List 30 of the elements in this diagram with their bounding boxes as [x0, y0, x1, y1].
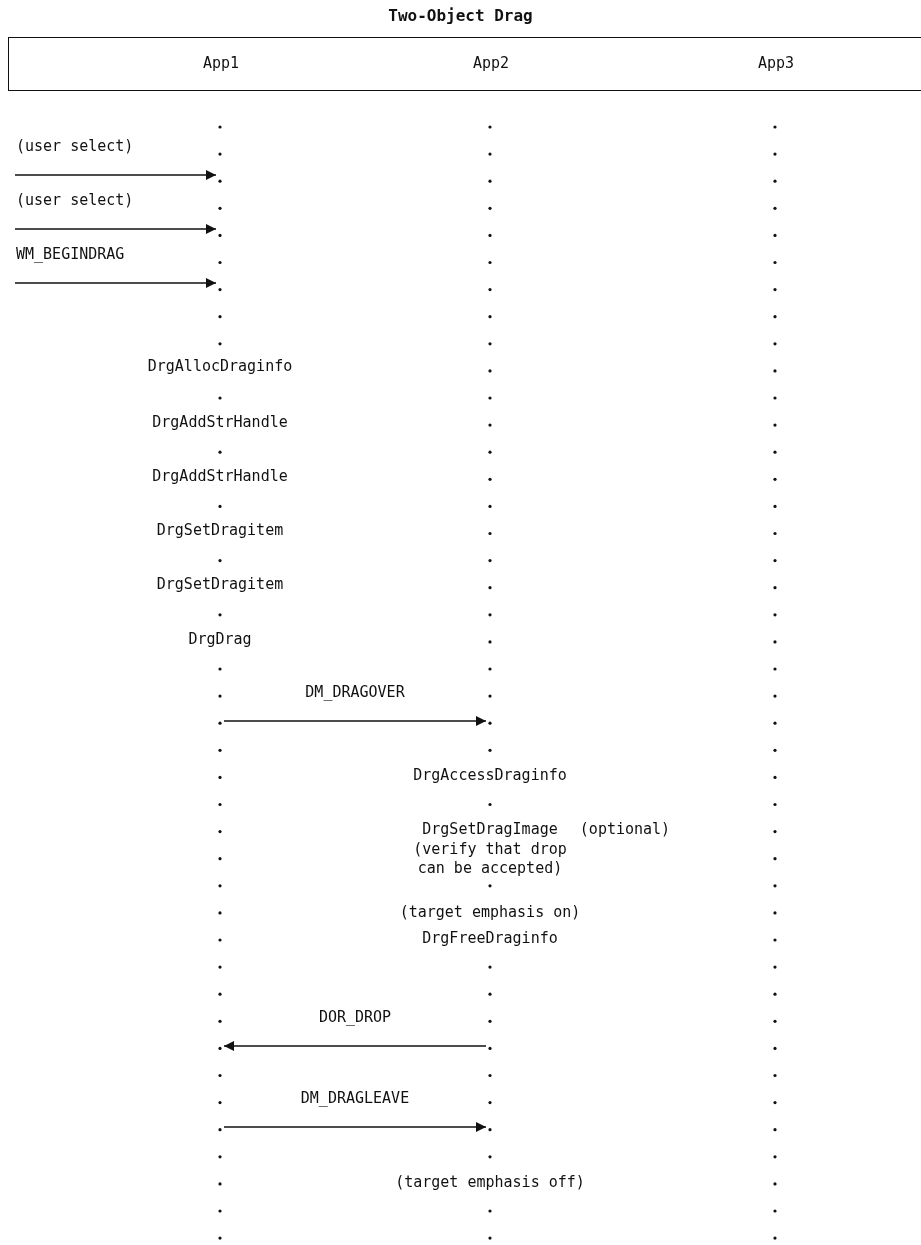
call-label: DrgFreeDraginfo	[422, 929, 558, 948]
call-label: (target emphasis off)	[395, 1173, 585, 1192]
edge-label: DOR_DROP	[318, 1008, 392, 1027]
call-label: DrgSetDragitem	[156, 521, 284, 540]
call-label: DrgAccessDraginfo	[413, 766, 567, 785]
call-label: DrgSetDragImage	[422, 820, 558, 839]
participant-label: App3	[756, 54, 796, 73]
edge-label: (user select)	[16, 191, 134, 210]
call-label: (optional)	[579, 820, 671, 839]
edge-label: (user select)	[16, 137, 134, 156]
header-band	[8, 37, 921, 91]
message-arrow	[223, 716, 487, 726]
call-label: DrgSetDragitem	[156, 575, 284, 594]
edge-label: DM_DRAGLEAVE	[300, 1089, 410, 1108]
call-label: (verify that drop can be accepted)	[412, 840, 568, 878]
message-arrow	[223, 1041, 487, 1051]
participant-label: App2	[471, 54, 511, 73]
call-label: DrgAddStrHandle	[152, 413, 288, 432]
call-label: (target emphasis on)	[399, 903, 581, 922]
call-label: DrgAddStrHandle	[152, 467, 288, 486]
edge-label: DM_DRAGOVER	[305, 683, 405, 702]
message-arrow	[223, 1122, 487, 1132]
message-arrow	[14, 278, 217, 288]
call-label: DrgAllocDraginfo	[147, 357, 293, 376]
edge-label: WM_BEGINDRAG	[16, 245, 125, 264]
message-arrow	[14, 170, 217, 180]
diagram-title: Two-Object Drag	[387, 6, 534, 25]
message-arrow	[14, 224, 217, 234]
call-label: DrgDrag	[188, 630, 252, 649]
participant-label: App1	[201, 54, 241, 73]
